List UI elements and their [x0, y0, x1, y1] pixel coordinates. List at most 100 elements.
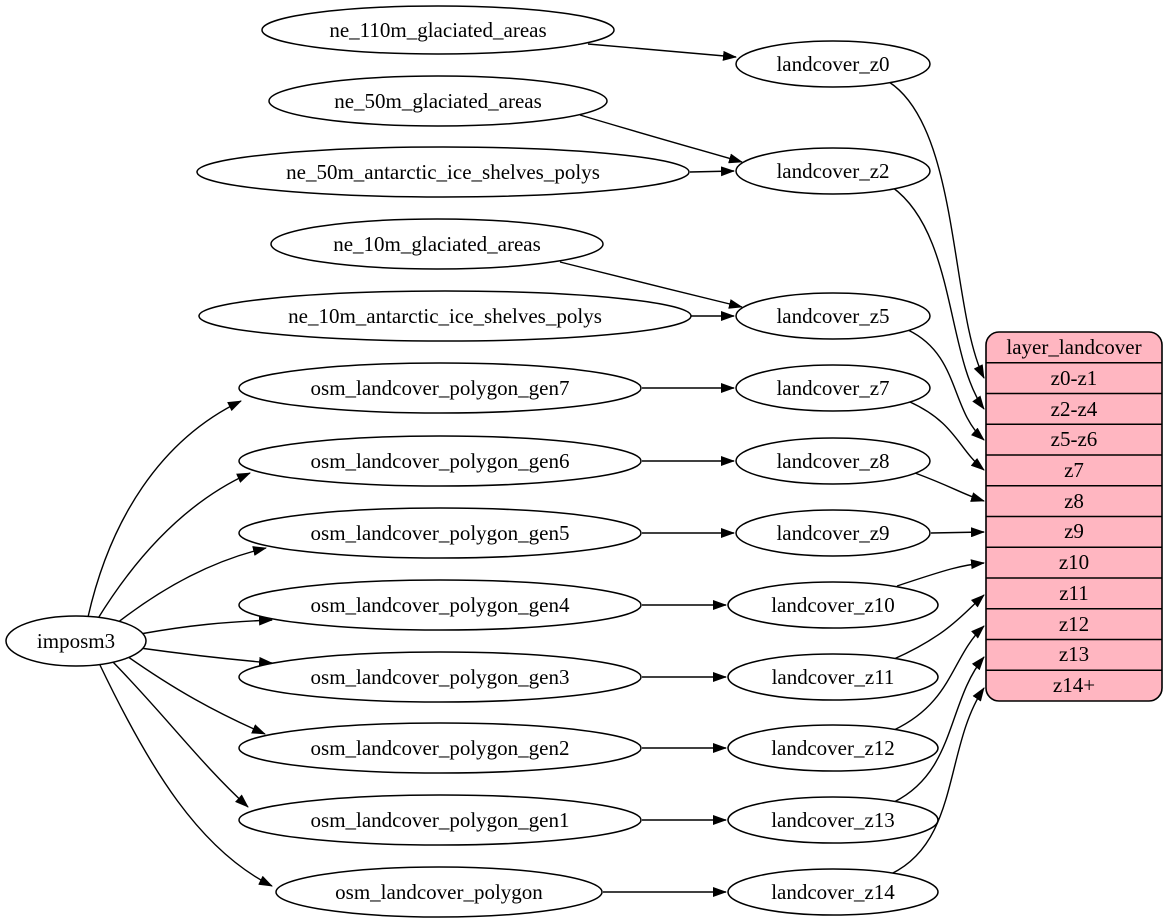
node-shape	[727, 581, 939, 629]
edges-layer	[87, 43, 985, 897]
nodes-layer: imposm3 ne_110m_glaciated_areas ne_50m_g…	[5, 5, 939, 918]
node-label: osm_landcover_polygon	[335, 880, 543, 904]
node-label: landcover_z7	[776, 376, 889, 400]
node-shape	[238, 794, 642, 846]
node-ne-50m-antarctic-ice-shelves-polys: ne_50m_antarctic_ice_shelves_polys	[196, 146, 690, 198]
node-shape	[735, 509, 931, 557]
node-shape	[727, 724, 939, 772]
table-row-z10: z10	[1059, 550, 1089, 574]
node-label: landcover_z13	[771, 808, 895, 832]
node-osm-landcover-polygon-gen6: osm_landcover_polygon_gen6	[238, 435, 642, 487]
node-label: ne_110m_glaciated_areas	[329, 18, 546, 42]
node-shape	[268, 75, 608, 127]
table-row-z14plus: z14+	[1053, 673, 1095, 697]
node-shape	[735, 147, 931, 195]
edge-ne50m-glaciated-z2	[579, 114, 743, 164]
node-shape	[238, 651, 642, 703]
node-label: osm_landcover_polygon_gen3	[311, 665, 570, 689]
edge-z5-row	[907, 329, 985, 441]
edge-z12-row	[893, 625, 985, 731]
node-landcover-z14: landcover_z14	[727, 868, 939, 916]
edge-imposm3-gen6	[96, 472, 251, 621]
node-osm-landcover-polygon-gen2: osm_landcover_polygon_gen2	[238, 722, 642, 774]
node-landcover-z0: landcover_z0	[735, 40, 931, 88]
node-label: osm_landcover_polygon_gen5	[311, 521, 570, 545]
node-landcover-z7: landcover_z7	[735, 364, 931, 412]
node-osm-landcover-polygon-gen5: osm_landcover_polygon_gen5	[238, 507, 642, 559]
node-osm-landcover-polygon-gen7: osm_landcover_polygon_gen7	[238, 362, 642, 414]
node-shape	[727, 868, 939, 916]
node-landcover-z8: landcover_z8	[735, 437, 931, 485]
node-shape	[238, 507, 642, 559]
edge-ne10m-glaciated-z5	[559, 261, 743, 309]
node-label: osm_landcover_polygon_gen4	[311, 593, 570, 617]
edge-imposm3-gen3	[139, 647, 273, 667]
edge-z13-row	[893, 656, 985, 803]
node-shape	[238, 435, 642, 487]
node-label: landcover_z10	[771, 593, 895, 617]
node-shape	[735, 40, 931, 88]
node-imposm3-label: imposm3	[37, 629, 115, 653]
node-label: landcover_z12	[771, 736, 895, 760]
node-ne-10m-glaciated-areas: ne_10m_glaciated_areas	[270, 218, 604, 270]
node-shape	[270, 218, 604, 270]
table-row-z8: z8	[1064, 489, 1084, 513]
node-landcover-z13: landcover_z13	[727, 796, 939, 844]
edge-ne110m-z0	[587, 43, 737, 61]
node-imposm3: imposm3	[5, 615, 147, 667]
edge-ne50m-antarctic-z2	[689, 166, 735, 177]
edge-imposm3-gen7	[87, 400, 242, 618]
node-landcover-z10: landcover_z10	[727, 581, 939, 629]
node-label: ne_10m_glaciated_areas	[333, 232, 541, 256]
node-landcover-z2: landcover_z2	[735, 147, 931, 195]
edge-z11-row	[893, 594, 985, 660]
edge-z14-row	[890, 687, 985, 875]
node-label: landcover_z11	[772, 665, 895, 689]
node-ne-50m-glaciated-areas: ne_50m_glaciated_areas	[268, 75, 608, 127]
node-shape	[727, 796, 939, 844]
table-row-z5-z6: z5-z6	[1051, 427, 1098, 451]
node-label: landcover_z14	[771, 880, 895, 904]
node-landcover-z11: landcover_z11	[727, 653, 939, 701]
node-label: osm_landcover_polygon_gen7	[311, 376, 570, 400]
node-landcover-z12: landcover_z12	[727, 724, 939, 772]
node-shape	[735, 437, 931, 485]
node-landcover-z5: landcover_z5	[735, 292, 931, 340]
node-ne-10m-antarctic-ice-shelves-polys: ne_10m_antarctic_ice_shelves_polys	[198, 290, 692, 342]
edge-imposm3-polygon	[98, 662, 273, 887]
node-osm-landcover-polygon-gen1: osm_landcover_polygon_gen1	[238, 794, 642, 846]
node-shape	[261, 5, 615, 55]
node-shape	[275, 866, 603, 918]
node-shape	[238, 362, 642, 414]
node-shape	[238, 722, 642, 774]
edge-z0-row	[888, 81, 985, 379]
edge-z10-row	[896, 559, 985, 587]
table-row-z9: z9	[1064, 519, 1084, 543]
node-label: osm_landcover_polygon_gen1	[311, 808, 570, 832]
table-title: layer_landcover	[1006, 335, 1141, 359]
node-label: landcover_z9	[776, 521, 889, 545]
node-shape	[198, 290, 692, 342]
node-shape	[238, 579, 642, 631]
edge-imposm3-gen1	[110, 659, 249, 808]
table-row-z0-z1: z0-z1	[1051, 366, 1098, 390]
node-imposm3-shape	[5, 615, 147, 667]
node-label: osm_landcover_polygon_gen6	[311, 449, 570, 473]
table-row-z13: z13	[1059, 642, 1089, 666]
node-osm-landcover-polygon: osm_landcover_polygon	[275, 866, 603, 918]
table-row-z2-z4: z2-z4	[1051, 397, 1098, 421]
layer-landcover-table: layer_landcover z0-z1 z2-z4 z5-z6 z7 z8 …	[985, 331, 1163, 702]
edge-imposm3-gen5	[111, 546, 267, 628]
table-row-z11: z11	[1059, 581, 1089, 605]
node-osm-landcover-polygon-gen3: osm_landcover_polygon_gen3	[238, 651, 642, 703]
node-label: ne_50m_antarctic_ice_shelves_polys	[286, 160, 600, 184]
table-row-z12: z12	[1059, 612, 1089, 636]
edge-imposm3-gen2	[123, 653, 266, 735]
edge-imposm3-gen4	[139, 615, 273, 635]
node-shape	[196, 146, 690, 198]
node-osm-landcover-polygon-gen4: osm_landcover_polygon_gen4	[238, 579, 642, 631]
node-shape	[735, 364, 931, 412]
table-row-z7: z7	[1064, 458, 1084, 482]
